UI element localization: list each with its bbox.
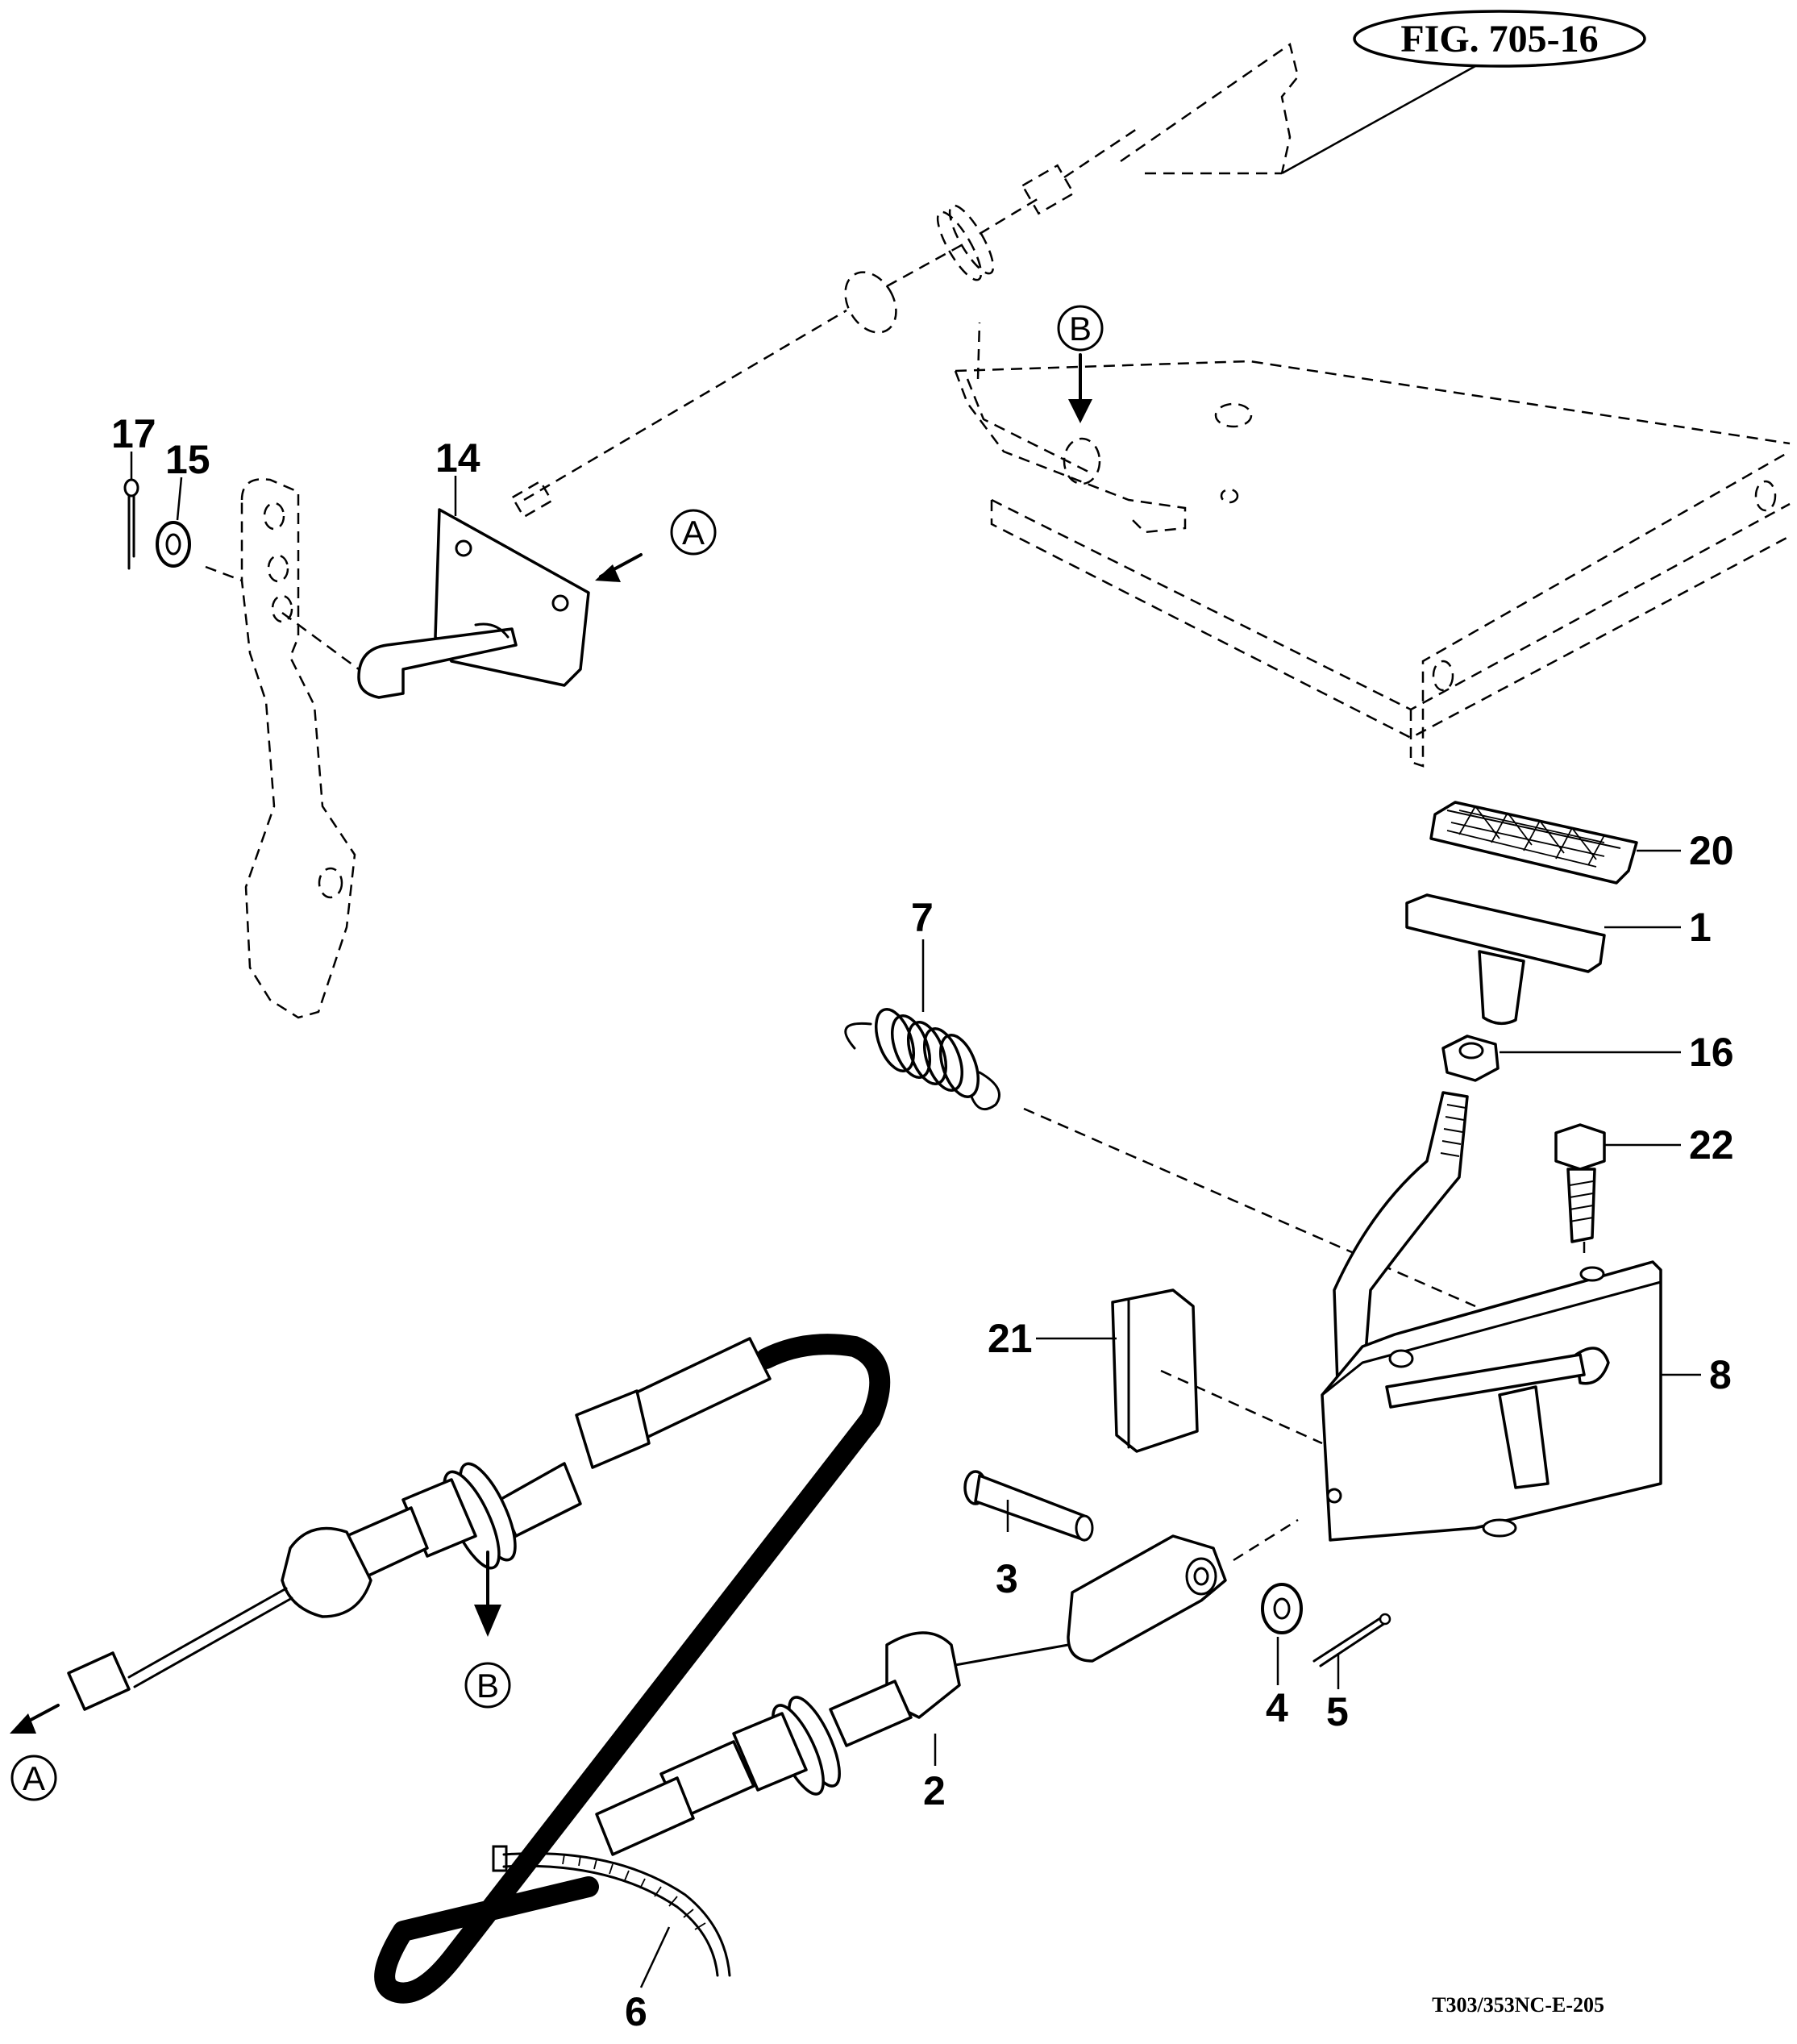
label-part-5: 5 — [1326, 1689, 1349, 1734]
reference-marker-b-lower: B — [464, 1551, 511, 1709]
pedal-pad-20 — [1429, 801, 1638, 885]
phantom-lever — [205, 478, 360, 1019]
marker-a-label: A — [682, 514, 705, 552]
bolt-22 — [1554, 1123, 1606, 1258]
label-part-14: 14 — [435, 435, 480, 481]
label-part-21: 21 — [988, 1316, 1033, 1361]
nut-15 — [1441, 1034, 1500, 1082]
cable-tie-6 — [492, 1845, 731, 1977]
marker-a-label-lower: A — [23, 1759, 45, 1797]
label-part-3: 3 — [996, 1556, 1018, 1601]
spring-7 — [844, 1008, 1476, 1308]
reference-marker-b-upper: B — [1057, 305, 1104, 423]
washer-16 — [156, 521, 191, 568]
phantom-cable — [510, 127, 1138, 518]
label-part-7: 7 — [911, 895, 934, 940]
phantom-frame — [954, 42, 1791, 768]
cotter-pin-5 — [1312, 1613, 1391, 1667]
pedal-housing-8 — [1321, 1091, 1662, 1542]
label-part-6: 6 — [625, 1989, 647, 2034]
clevis-pin-3 — [963, 1470, 1094, 1542]
label-part-1: 1 — [1689, 905, 1712, 950]
bracket-14 — [357, 508, 590, 699]
washer-4 — [1261, 1583, 1303, 1634]
cable-assembly-2 — [67, 1334, 1070, 2004]
label-part-20: 20 — [1689, 828, 1734, 873]
clevis — [1067, 1518, 1299, 1663]
leader-lines — [130, 452, 1701, 1988]
label-part-4: 4 — [1266, 1685, 1288, 1730]
reference-marker-a-lower: A — [10, 1704, 60, 1801]
reference-marker-a-upper: A — [595, 509, 717, 582]
label-part-2: 2 — [923, 1768, 946, 1813]
label-part-17: 17 — [111, 411, 156, 456]
part-labels: 20 1 16 22 8 21 7 14 15 17 3 4 5 2 6 — [111, 411, 1734, 2034]
label-part-22: 22 — [1689, 1122, 1734, 1168]
figure-label: FIG. 705-16 — [1400, 18, 1598, 60]
marker-b-label-lower: B — [476, 1667, 499, 1705]
block-21 — [1111, 1288, 1323, 1453]
cotter-pin-17 — [123, 478, 139, 570]
marker-b-label: B — [1069, 310, 1092, 348]
label-part-8: 8 — [1709, 1352, 1732, 1397]
label-part-15: 16 — [1689, 1030, 1734, 1075]
pedal-1 — [1405, 893, 1606, 1026]
figure-title: FIG. 705-16 — [1281, 10, 1646, 175]
drawing-code: T303/353NC-E-205 — [1432, 1993, 1604, 2017]
label-part-16: 15 — [165, 437, 210, 482]
